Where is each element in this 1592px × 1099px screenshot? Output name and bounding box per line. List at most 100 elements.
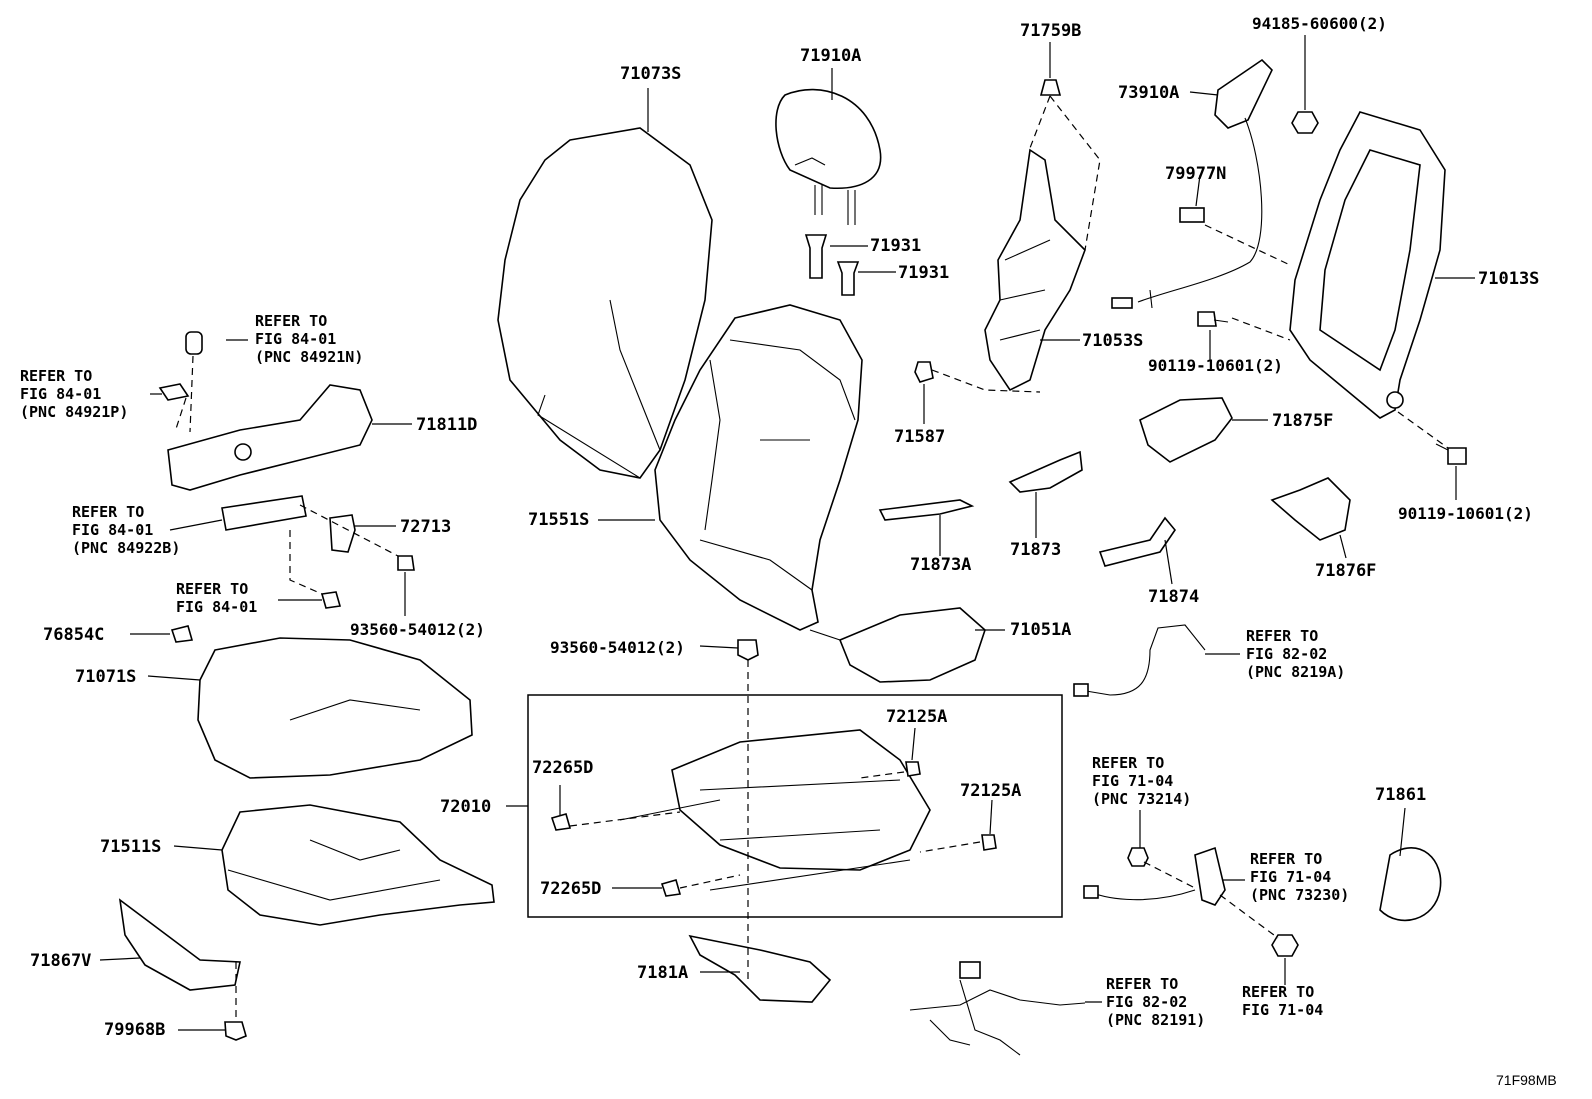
label-72125A-lower: 72125A [960, 781, 1022, 801]
refer-line: FIG 71-04 [1242, 1001, 1324, 1019]
label-93560-lower: 93560-54012(2) [550, 638, 685, 657]
bolt-90119-top [1197, 311, 1229, 327]
seat-adjuster-72010 [619, 729, 931, 891]
label-71511S: 71511S [100, 837, 162, 857]
label-90119-upper: 90119-10601(2) [1148, 356, 1283, 375]
clip-84921N [185, 331, 203, 355]
label-72265D-upper: 72265D [532, 758, 594, 778]
label-71551S: 71551S [528, 510, 590, 530]
refer-line: REFER TO [72, 503, 145, 521]
refer-line: (PNC 84922B) [72, 539, 181, 557]
nut-94185 [1291, 111, 1319, 134]
refer-line: REFER TO [1242, 983, 1315, 1001]
label-72265D-lower: 72265D [540, 879, 602, 899]
figure-code: 71F98MB [1496, 1072, 1557, 1088]
wire-harness-82191 [909, 961, 1086, 1056]
clip-72265D-upper [550, 813, 572, 831]
refer-line: REFER TO [1250, 850, 1323, 868]
refer-line: (PNC 73230) [1250, 886, 1350, 904]
part-71587 [914, 361, 934, 383]
base-7181A [688, 934, 832, 1003]
bracket-71873 [1008, 450, 1083, 493]
refer-note-84922B: REFER TO FIG 84-01 (PNC 84922B) [72, 503, 180, 557]
refer-line: (PNC 84921N) [255, 348, 364, 366]
clip-72125A-upper [905, 761, 921, 777]
refer-note-71-04: REFER TO FIG 71-04 [1242, 983, 1323, 1019]
nut-7104 [1271, 934, 1299, 957]
headrest-71910A [775, 88, 882, 225]
label-71013S: 71013S [1478, 269, 1540, 289]
refer-line: FIG 84-01 [72, 521, 154, 539]
label-71876F: 71876F [1315, 561, 1377, 581]
refer-line: (PNC 8219A) [1246, 663, 1346, 681]
label-93560-upper: 93560-54012(2) [350, 620, 485, 639]
clip-71759B [1039, 79, 1062, 96]
refer-line: FIG 84-01 [255, 330, 337, 348]
clip-76854C [170, 625, 194, 643]
back-frame-plate-71053S [984, 148, 1086, 392]
headrest-guide-71931 [804, 234, 860, 296]
label-72713: 72713 [400, 517, 452, 537]
label-71874: 71874 [1148, 587, 1200, 607]
cover-71861 [1379, 847, 1442, 922]
cushion-cover-71071S [197, 637, 473, 779]
label-72010: 72010 [440, 797, 492, 817]
label-94185: 94185-60600(2) [1252, 14, 1387, 33]
refer-line: REFER TO [255, 312, 328, 330]
label-71910A: 71910A [800, 46, 862, 66]
lever-71874 [1098, 516, 1177, 567]
refer-line: FIG 84-01 [176, 598, 258, 616]
label-71073S: 71073S [620, 64, 682, 84]
label-72125A-upper: 72125A [886, 707, 948, 727]
label-71873: 71873 [1010, 540, 1062, 560]
refer-line: (PNC 73214) [1092, 790, 1192, 808]
refer-line: REFER TO [20, 367, 93, 385]
clip-72125A-lower [981, 834, 997, 851]
clip-72265D-lower [660, 879, 682, 897]
cover-71867V [118, 898, 241, 991]
refer-line: FIG 82-02 [1106, 993, 1188, 1011]
rod-71873A [878, 499, 975, 521]
refer-note-84921N: REFER TO FIG 84-01 (PNC 84921N) [255, 312, 363, 366]
airbag-73910A [1111, 58, 1273, 309]
label-71053S: 71053S [1082, 331, 1144, 351]
wire-8219A [1073, 624, 1206, 697]
refer-line: REFER TO [1106, 975, 1179, 993]
seatback-cover-71073S [497, 127, 713, 479]
cover-71876F [1270, 477, 1351, 541]
screw-93560-upper [397, 555, 415, 571]
refer-line: (PNC 82191) [1106, 1011, 1206, 1029]
back-frame-71013S [1289, 111, 1446, 419]
refer-line: REFER TO [1092, 754, 1165, 772]
screw-93560-lower [737, 639, 759, 661]
screw-8401 [320, 591, 342, 609]
refer-line: (PNC 84921P) [20, 403, 129, 421]
seat-pad-71511S [221, 804, 495, 926]
refer-line: FIG 84-01 [20, 385, 102, 403]
label-71051A: 71051A [1010, 620, 1072, 640]
refer-note-73214: REFER TO FIG 71-04 (PNC 73214) [1092, 754, 1191, 808]
label-71931-b: 71931 [898, 263, 950, 283]
buckle-73230 [1083, 846, 1226, 906]
label-7181A: 7181A [637, 963, 689, 983]
label-71931-a: 71931 [870, 236, 922, 256]
nut-73214 [1127, 847, 1149, 867]
shield-71811D [167, 384, 373, 491]
clip-79968B [224, 1021, 247, 1041]
label-79977N: 79977N [1165, 164, 1227, 184]
label-71071S: 71071S [75, 667, 137, 687]
refer-note-84921P: REFER TO FIG 84-01 (PNC 84921P) [20, 367, 128, 421]
refer-note-82191: REFER TO FIG 82-02 (PNC 82191) [1106, 975, 1205, 1029]
mechanism-71051A [809, 607, 986, 683]
label-90119-lower: 90119-10601(2) [1398, 504, 1533, 523]
refer-line: FIG 71-04 [1250, 868, 1332, 886]
label-71759B: 71759B [1020, 21, 1082, 41]
label-71861: 71861 [1375, 785, 1427, 805]
label-71587: 71587 [894, 427, 946, 447]
clip-84921P [158, 383, 190, 401]
refer-line: REFER TO [176, 580, 249, 598]
label-71867V: 71867V [30, 951, 92, 971]
refer-note-84-01: REFER TO FIG 84-01 [176, 580, 257, 616]
